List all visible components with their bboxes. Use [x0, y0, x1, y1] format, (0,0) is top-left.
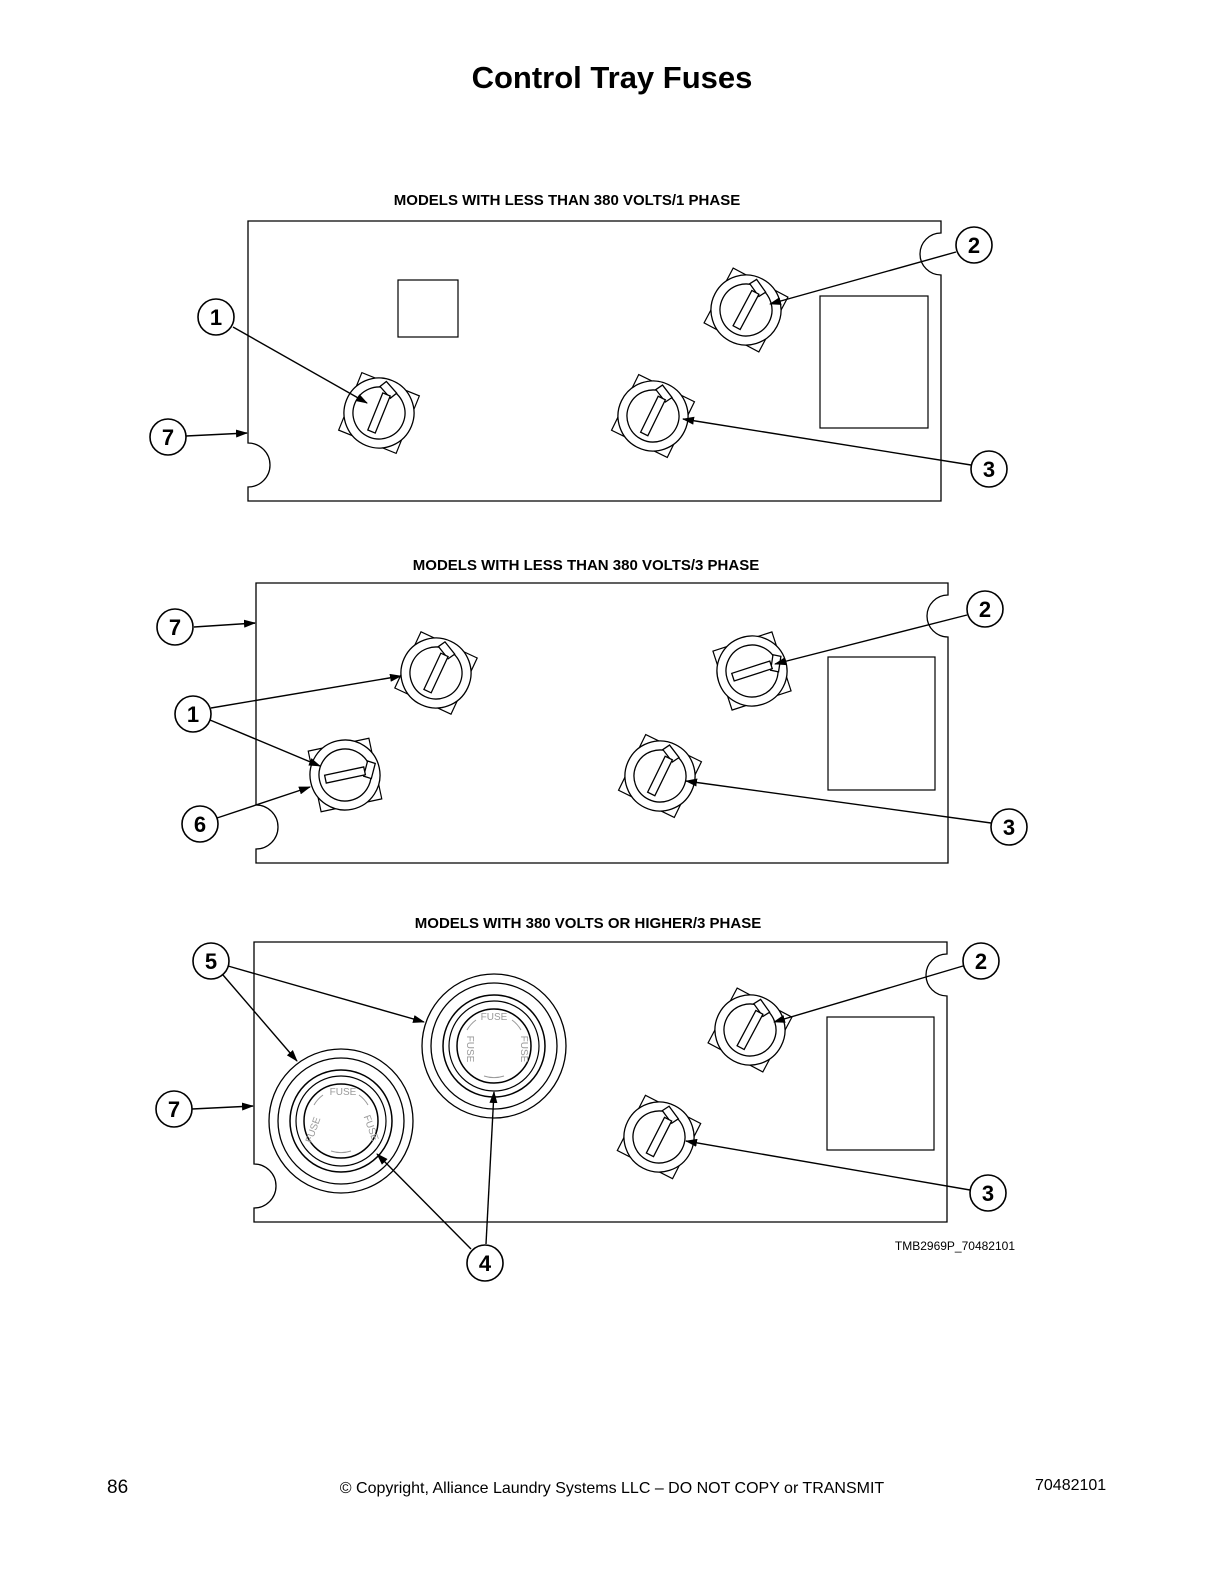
panel-1-heading: MODELS WITH LESS THAN 380 VOLTS/1 PHASE: [394, 192, 740, 209]
panel-3: MODELS WITH 380 VOLTS OR HIGHER/3 PHASE …: [155, 915, 1015, 1282]
panel-2-leader-1a: [210, 673, 402, 709]
svg-text:FUSE: FUSE: [518, 1036, 529, 1063]
panel-1: MODELS WITH LESS THAN 380 VOLTS/1 PHASE …: [149, 192, 1008, 502]
panel-1-leader-3: [682, 416, 972, 466]
panel-3-callout-4: 4: [466, 1244, 504, 1282]
panel-2: MODELS WITH LESS THAN 380 VOLTS/3 PHASE …: [156, 557, 1028, 864]
svg-text:1: 1: [187, 702, 199, 727]
panel-2-callout-7: 7: [156, 608, 194, 646]
panel-2-callout-2: 2: [966, 590, 1004, 628]
svg-text:FUSE: FUSE: [464, 1036, 475, 1063]
panel-3-heading: MODELS WITH 380 VOLTS OR HIGHER/3 PHASE: [415, 915, 761, 932]
panel-3-leader-7: [191, 1102, 254, 1111]
svg-text:3: 3: [983, 457, 995, 482]
svg-text:3: 3: [1003, 815, 1015, 840]
panel-3-leader-2: [773, 965, 964, 1023]
panel-3-callout-2: 2: [962, 942, 1000, 980]
panel-2-leader-6: [216, 786, 311, 819]
panel-3-fuse-holder-top: FUSE FUSE FUSE: [421, 973, 567, 1119]
svg-text:1: 1: [210, 305, 222, 330]
panel-3-callout-7: 7: [155, 1090, 193, 1128]
panel-1-callout-7: 7: [149, 418, 187, 456]
svg-text:FUSE: FUSE: [330, 1087, 357, 1098]
svg-text:7: 7: [162, 425, 174, 450]
panel-3-callout-5: 5: [192, 942, 230, 980]
panel-1-square-component: [397, 279, 459, 338]
panel-1-callout-2: 2: [955, 226, 993, 264]
panel-1-callout-1: 1: [197, 298, 235, 336]
panel-3-callout-3: 3: [969, 1174, 1007, 1212]
svg-text:2: 2: [975, 949, 987, 974]
figure-reference-code: TMB2969P_70482101: [895, 1239, 1015, 1253]
panel-2-heading: MODELS WITH LESS THAN 380 VOLTS/3 PHASE: [413, 557, 759, 574]
panel-2-leader-2: [774, 614, 968, 666]
footer-page-number: 86: [107, 1477, 129, 1498]
svg-text:5: 5: [205, 949, 217, 974]
svg-text:FUSE: FUSE: [481, 1012, 508, 1023]
panel-2-leader-3: [685, 778, 992, 824]
svg-text:6: 6: [194, 812, 206, 837]
panel-2-leader-1b: [209, 719, 321, 767]
panel-3-rect-component: [826, 1016, 935, 1151]
svg-text:7: 7: [168, 1097, 180, 1122]
panel-1-callout-3: 3: [970, 450, 1008, 488]
svg-text:4: 4: [479, 1251, 492, 1276]
svg-text:2: 2: [979, 597, 991, 622]
panel-2-callout-3: 3: [990, 808, 1028, 846]
panel-2-rect-component: [827, 656, 936, 791]
panel-3-fuse-holder-bottom: FUSE FUSE FUSE: [268, 1048, 414, 1194]
panel-3-leader-3: [685, 1138, 971, 1191]
panel-3-leader-5a: [227, 965, 425, 1023]
panel-3-leader-4a: [376, 1153, 472, 1250]
panel-1-leader-7: [185, 429, 248, 438]
panel-2-leader-7: [193, 619, 256, 628]
panel-2-callout-1: 1: [174, 695, 212, 733]
panel-3-leader-4b: [485, 1091, 498, 1245]
svg-text:3: 3: [982, 1181, 994, 1206]
footer-doc-number: 70482101: [1035, 1477, 1107, 1494]
svg-text:2: 2: [968, 233, 980, 258]
panel-3-leader-5b: [222, 974, 298, 1062]
panel-1-rect-component: [819, 295, 929, 429]
page-title: Control Tray Fuses: [471, 60, 753, 95]
panel-1-leader-2: [769, 251, 957, 305]
svg-text:7: 7: [169, 615, 181, 640]
panel-2-callout-6: 6: [181, 805, 219, 843]
panel-1-leader-1: [232, 326, 368, 404]
footer-copyright: © Copyright, Alliance Laundry Systems LL…: [339, 1480, 885, 1497]
